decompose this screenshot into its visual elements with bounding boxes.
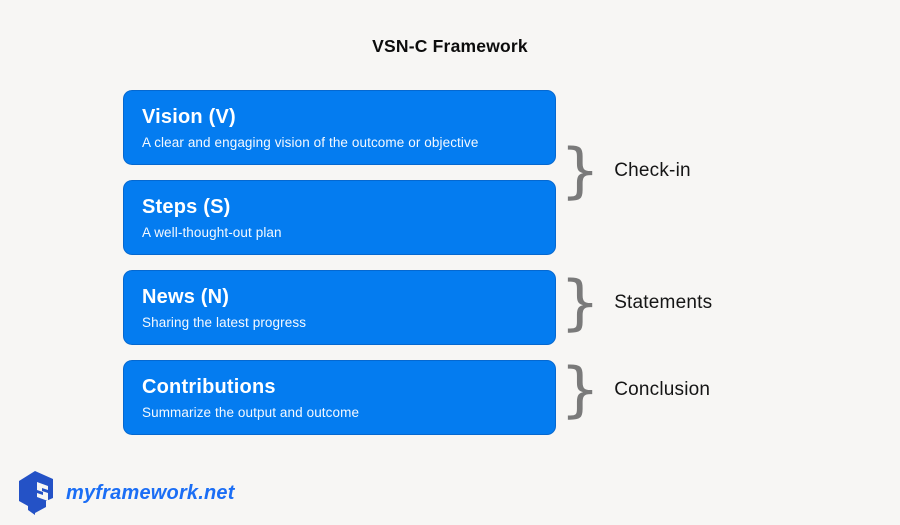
vision-box: Vision (V) A clear and engaging vision o… (123, 90, 556, 165)
steps-box: Steps (S) A well-thought-out plan (123, 180, 556, 255)
conclusion-annotation: } Conclusion (560, 355, 711, 425)
news-box-heading: News (N) (142, 286, 230, 308)
steps-box-heading: Steps (S) (142, 196, 231, 218)
footer-branding: myframework.net (15, 470, 235, 516)
cube-logo-icon (19, 471, 53, 515)
contributions-box: Contributions Summarize the output and o… (123, 360, 556, 435)
steps-box-description: A well-thought-out plan (142, 225, 282, 240)
vision-box-heading: Vision (V) (142, 106, 236, 128)
conclusion-label: Conclusion (614, 379, 711, 400)
checkin-label: Check-in (614, 160, 691, 181)
contributions-box-description: Summarize the output and outcome (142, 405, 360, 420)
curly-brace-icon: } (560, 355, 601, 425)
checkin-annotation: } Check-in (560, 136, 691, 206)
contributions-box-heading: Contributions (142, 376, 276, 398)
vision-box-description: A clear and engaging vision of the outco… (142, 135, 479, 150)
curly-brace-icon: } (560, 136, 601, 206)
statements-label: Statements (614, 292, 713, 313)
curly-brace-icon: } (560, 268, 601, 338)
news-box: News (N) Sharing the latest progress (123, 270, 556, 345)
news-box-description: Sharing the latest progress (142, 315, 307, 330)
page-title: VSN-C Framework (372, 36, 528, 56)
statements-annotation: } Statements (560, 268, 713, 338)
site-name: myframework.net (66, 481, 235, 504)
